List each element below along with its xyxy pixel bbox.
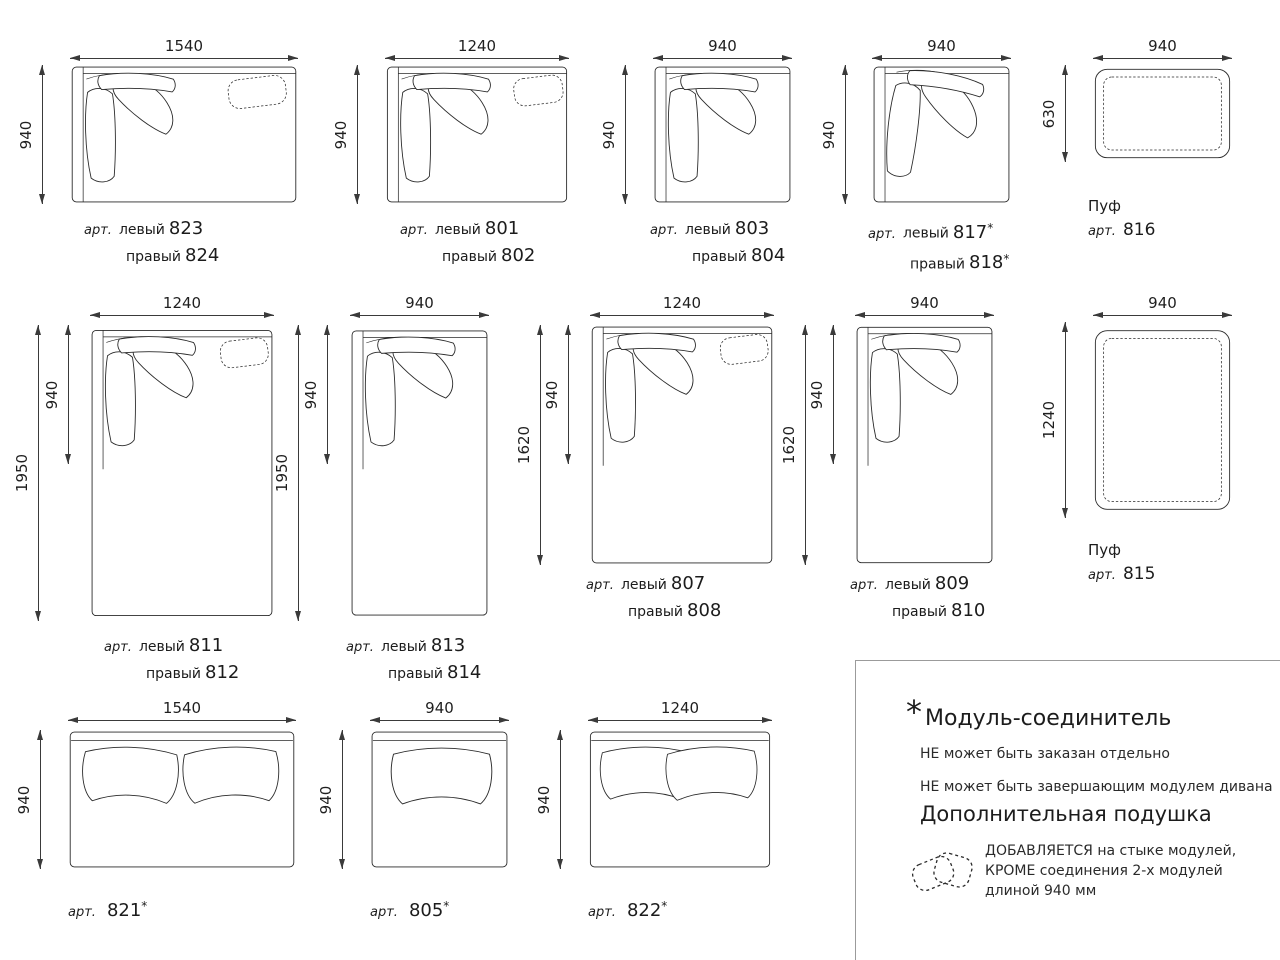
length-dimension: 1620 bbox=[515, 325, 548, 565]
length-dimension: 1620 bbox=[780, 325, 813, 565]
sofa-module-drawing bbox=[873, 65, 1010, 203]
sofa-module-drawing bbox=[589, 731, 771, 868]
depth-dimension: 940 bbox=[535, 730, 568, 869]
seat-depth-dimension: 940 bbox=[302, 325, 335, 464]
cushion-sketch-icon bbox=[911, 852, 973, 892]
depth-dimension: 940 bbox=[17, 65, 50, 204]
pouf-drawing bbox=[1094, 330, 1231, 510]
length-dimension: 1950 bbox=[273, 325, 306, 621]
width-dimension: 940 bbox=[1093, 295, 1232, 318]
width-dimension: 1240 bbox=[385, 38, 569, 61]
dimension-value: 1540 bbox=[164, 37, 204, 55]
seat-depth-dimension: 940 bbox=[43, 325, 76, 464]
sofa-module-drawing bbox=[386, 66, 568, 203]
legend-cushion-title: Дополнительная подушка bbox=[920, 802, 1212, 826]
connector-asterisk: * bbox=[443, 899, 450, 913]
sofa-module-drawing bbox=[371, 731, 508, 868]
pouf-label: Пуф арт.815 bbox=[1088, 541, 1156, 584]
depth-dimension: 940 bbox=[600, 65, 633, 204]
connector-asterisk: * bbox=[661, 899, 668, 913]
article-label: арт.805* bbox=[370, 899, 450, 921]
depth-dimension: 940 bbox=[15, 730, 48, 869]
depth-dimension: 940 bbox=[332, 65, 365, 204]
width-dimension: 1240 bbox=[588, 700, 772, 723]
width-dimension: 1240 bbox=[590, 295, 774, 318]
depth-dimension: 630 bbox=[1040, 65, 1073, 162]
article-label: арт.821* bbox=[68, 899, 148, 921]
depth-dimension: 940 bbox=[820, 65, 853, 204]
sofa-module-drawing bbox=[69, 731, 295, 868]
width-dimension: 1540 bbox=[68, 700, 296, 723]
article-label: арт.822* bbox=[588, 899, 668, 921]
width-dimension: 940 bbox=[855, 295, 994, 318]
seat-depth-dimension: 940 bbox=[543, 325, 576, 464]
width-dimension: 940 bbox=[350, 295, 489, 318]
dimension-value: 940 bbox=[17, 120, 35, 149]
width-dimension: 1240 bbox=[90, 295, 274, 318]
seat-depth-dimension: 940 bbox=[808, 325, 841, 464]
length-dimension: 1950 bbox=[13, 325, 46, 621]
length-dimension: 1240 bbox=[1040, 322, 1073, 518]
depth-dimension: 940 bbox=[317, 730, 350, 869]
pouf-label: Пуф арт.816 bbox=[1088, 197, 1156, 240]
pouf-drawing bbox=[1094, 68, 1231, 159]
connector-asterisk: * bbox=[141, 899, 148, 913]
asterisk-icon: * bbox=[906, 693, 922, 731]
connector-asterisk: * bbox=[1003, 251, 1010, 266]
sofa-module-drawing bbox=[591, 326, 773, 564]
legend-connector-title: Модуль-соединитель bbox=[925, 706, 1172, 731]
connector-asterisk: * bbox=[987, 221, 994, 235]
width-dimension: 940 bbox=[370, 700, 509, 723]
legend-cushion-note: ДОБАВЛЯЕТСЯ на стыке модулей, КРОМЕ соед… bbox=[985, 843, 1237, 899]
legend-box bbox=[855, 660, 1280, 960]
width-dimension: 940 bbox=[872, 38, 1011, 61]
sofa-module-drawing bbox=[654, 66, 791, 203]
width-dimension: 1540 bbox=[70, 37, 298, 61]
sofa-module-drawing bbox=[351, 330, 488, 616]
width-dimension: 940 bbox=[1093, 38, 1232, 61]
legend-connector-note-1: НЕ может быть заказан отдельно bbox=[920, 746, 1170, 762]
width-dimension: 940 bbox=[653, 38, 792, 61]
sofa-module-drawing bbox=[71, 66, 297, 203]
sofa-module-drawing bbox=[91, 329, 273, 617]
sofa-module-drawing bbox=[856, 326, 993, 564]
legend-connector-note-2: НЕ может быть завершающим модулем дивана bbox=[920, 779, 1273, 795]
